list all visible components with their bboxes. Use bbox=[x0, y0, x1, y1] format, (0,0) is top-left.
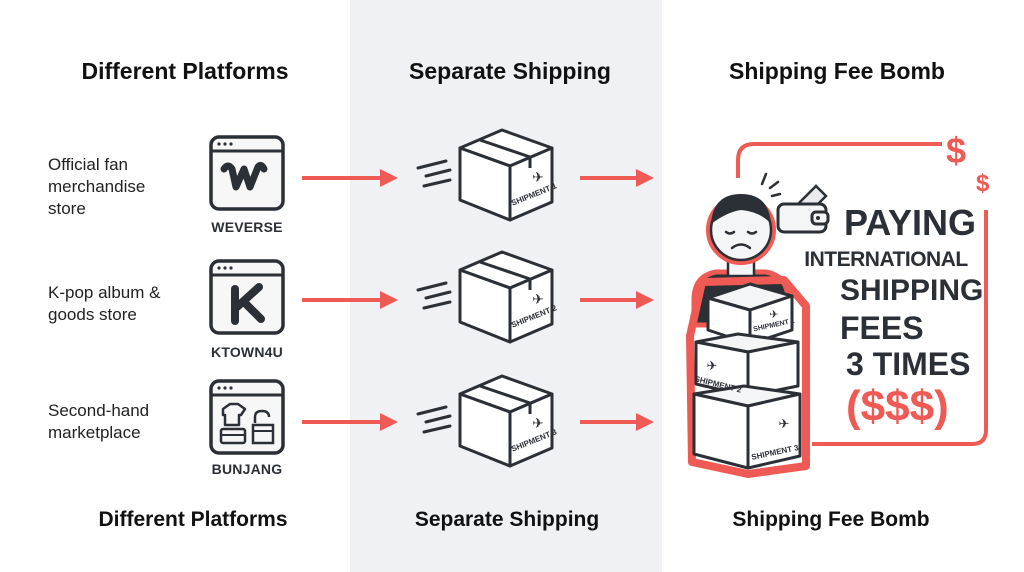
title-different-platforms-bottom: Different Platforms bbox=[98, 508, 288, 531]
platform-name: KTOWN4U bbox=[211, 344, 283, 360]
result-line-3-times: 3 TIMES bbox=[846, 346, 971, 382]
package-box-icon: ✈ bbox=[416, 250, 554, 344]
empty-wallet-icon bbox=[760, 172, 830, 234]
description-line: marketplace bbox=[48, 423, 141, 442]
package-box-icon: ✈ bbox=[416, 374, 554, 468]
title-shipping-fee-bomb-bottom: Shipping Fee Bomb bbox=[732, 508, 930, 531]
shipment-box-3: ✈ SHIPMENT 3 bbox=[410, 372, 570, 472]
svg-text:✈: ✈ bbox=[779, 417, 790, 432]
arrow-icon bbox=[580, 169, 654, 187]
platform-description: K-pop album & goods store bbox=[48, 282, 160, 326]
svg-text:✈: ✈ bbox=[707, 359, 718, 374]
svg-text:✈: ✈ bbox=[532, 416, 544, 432]
result-line-shipping: SHIPPING bbox=[840, 274, 984, 307]
shipment-box-2: ✈ SHIPMENT 2 bbox=[410, 248, 570, 348]
title-separate-shipping-top: Separate Shipping bbox=[409, 58, 611, 84]
red-frame bbox=[736, 142, 988, 446]
description-line: K-pop album & bbox=[48, 283, 161, 302]
title-shipping-fee-bomb-top: Shipping Fee Bomb bbox=[729, 58, 945, 84]
platform-description: Second-hand marketplace bbox=[48, 400, 149, 444]
ktown4u-logo-icon bbox=[209, 259, 285, 335]
weverse-logo-icon bbox=[209, 135, 285, 211]
bunjang-goods-icon bbox=[209, 379, 285, 455]
package-box-icon: ✈ bbox=[416, 128, 554, 222]
platform-name: WEVERSE bbox=[211, 219, 283, 235]
title-separate-shipping-bottom: Separate Shipping bbox=[414, 508, 600, 531]
shipment-box-1: ✈ SHIPMENT 1 bbox=[410, 126, 570, 226]
stacked-packages-icon: ✈ ✈ ✈ bbox=[686, 276, 810, 478]
result-line-fees: FEES bbox=[840, 310, 924, 346]
result-line-dollars: ($$$) bbox=[846, 382, 949, 431]
arrow-icon bbox=[302, 291, 398, 309]
result-line-paying: PAYING bbox=[843, 202, 977, 243]
arrow-icon bbox=[580, 413, 654, 431]
description-line: Second-hand bbox=[48, 401, 150, 420]
svg-text:✈: ✈ bbox=[532, 292, 544, 308]
svg-text:✈: ✈ bbox=[769, 308, 778, 321]
description-line: store bbox=[48, 199, 86, 218]
description-line: merchandise bbox=[48, 177, 146, 196]
svg-text:✈: ✈ bbox=[532, 170, 544, 186]
arrow-icon bbox=[580, 291, 654, 309]
description-line: goods store bbox=[48, 305, 137, 324]
description-line: Official fan bbox=[48, 155, 129, 174]
platform-name: BUNJANG bbox=[211, 461, 283, 477]
title-different-platforms-top: Different Platforms bbox=[81, 58, 289, 84]
arrow-icon bbox=[302, 169, 398, 187]
result-line-international: INTERNATIONAL bbox=[804, 248, 968, 271]
arrow-icon bbox=[302, 413, 398, 431]
platform-description: Official fan merchandise store bbox=[48, 154, 145, 220]
dollar-sign-small: $ bbox=[976, 170, 990, 197]
dollar-sign-large: $ bbox=[946, 130, 967, 171]
